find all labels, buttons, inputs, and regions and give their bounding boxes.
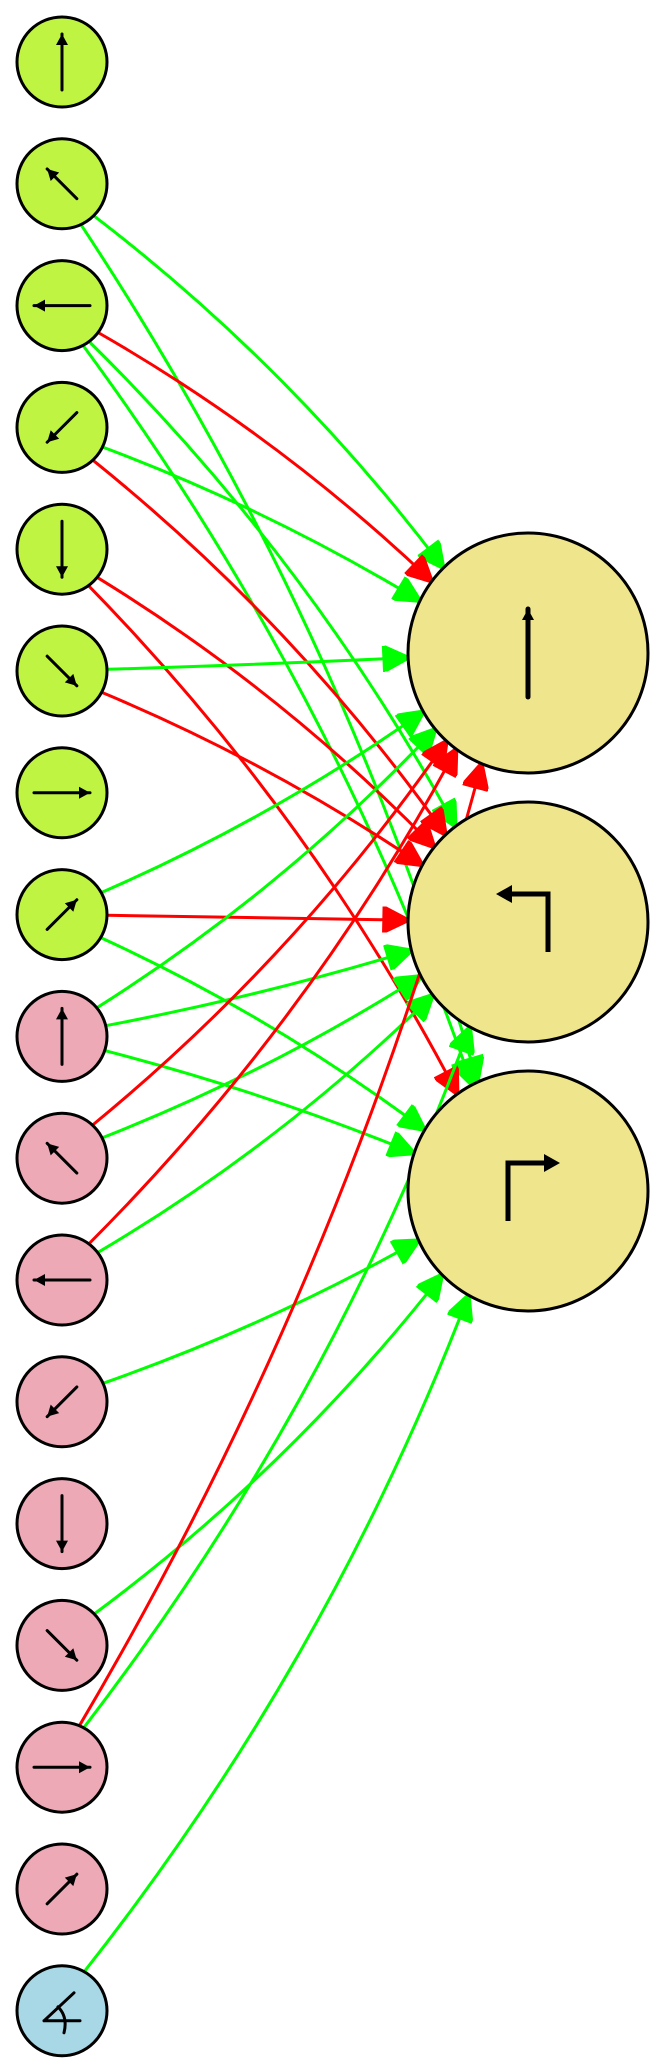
- arrow-down-left-icon: [45, 1385, 79, 1419]
- straight-up-icon: [522, 606, 534, 700]
- arrow-left-icon: [32, 1274, 92, 1286]
- input-node-pink-p1: [15, 1111, 109, 1205]
- output-node-o1: [406, 800, 650, 1044]
- turn-left-icon: [496, 885, 551, 952]
- edge-p1-o0-negative: [91, 742, 447, 1127]
- edge-p0-o1-positive: [105, 951, 411, 1028]
- input-nodes: [15, 15, 109, 2058]
- angle-icon: [42, 1991, 82, 2035]
- input-node-green-g5: [15, 624, 109, 718]
- input-node-green-g1: [15, 137, 109, 231]
- edge-p5-o2-positive: [93, 1276, 441, 1616]
- output-nodes: [406, 531, 650, 1313]
- edges: [78, 214, 481, 1973]
- edge-g3-o1-negative: [91, 459, 445, 834]
- input-node-green-g6: [15, 746, 109, 840]
- arrow-right-icon: [32, 1761, 92, 1774]
- input-node-green-g0: [15, 15, 109, 109]
- arrow-up-icon: [56, 1006, 68, 1066]
- edge-g3-o0-positive: [101, 445, 420, 600]
- arrow-left-icon: [32, 299, 92, 312]
- edge-g7-o0-positive: [100, 712, 422, 894]
- arrow-down-icon: [56, 519, 68, 579]
- input-node-pink-p4: [15, 1477, 109, 1571]
- edge-g2-o1-positive: [88, 340, 455, 826]
- arrow-up-right-icon: [45, 898, 79, 931]
- edge-g2-o0-negative: [97, 331, 431, 581]
- output-node-o0: [406, 531, 650, 775]
- edge-g5-o1-negative: [101, 690, 422, 864]
- edge-p1-o1-positive: [101, 977, 420, 1140]
- edge-p0-o2-positive: [104, 1049, 414, 1153]
- input-node-pink-p3: [15, 1355, 109, 1449]
- input-node-pink-p7: [15, 1842, 109, 1936]
- edge-p2-o0-negative: [87, 750, 456, 1245]
- input-node-pink-p0: [15, 989, 109, 1083]
- input-node-green-g2: [15, 259, 109, 353]
- edge-p0-o0-positive: [95, 730, 435, 1010]
- arrow-down-right-icon: [45, 1629, 79, 1662]
- edge-g4-o1-negative: [96, 576, 433, 846]
- input-node-green-g4: [15, 502, 109, 596]
- input-node-pink-p5: [15, 1598, 109, 1692]
- input-node-green-g3: [15, 380, 109, 474]
- edge-g7-o1-negative: [106, 915, 407, 920]
- turn-right-icon: [505, 1154, 560, 1221]
- arrow-up-icon: [56, 32, 68, 92]
- input-node-pink-p2: [15, 1233, 109, 1327]
- edge-p3-o2-positive: [102, 1241, 418, 1385]
- arrow-up-right-icon: [45, 1872, 79, 1906]
- input-node-green-g7: [15, 868, 109, 962]
- input-node-pink-p6: [15, 1720, 109, 1814]
- input-node-blue-b0: [15, 1964, 109, 2058]
- edge-b0-o2-positive: [83, 1296, 468, 1973]
- edge-g5-o0-positive: [106, 658, 407, 670]
- edge-g1-o0-positive: [92, 214, 443, 567]
- edge-g7-o2-positive: [100, 936, 424, 1130]
- arrow-up-left-icon: [45, 1141, 79, 1175]
- arrow-down-icon: [56, 1494, 68, 1554]
- edge-p2-o1-positive: [96, 996, 432, 1254]
- arrow-right-icon: [32, 786, 92, 799]
- arrow-down-right-icon: [45, 654, 79, 688]
- arrow-down-left-icon: [45, 411, 79, 444]
- output-node-o2: [406, 1069, 650, 1313]
- edge-g2-o2-positive: [81, 344, 472, 1084]
- arrow-up-left-icon: [45, 167, 79, 201]
